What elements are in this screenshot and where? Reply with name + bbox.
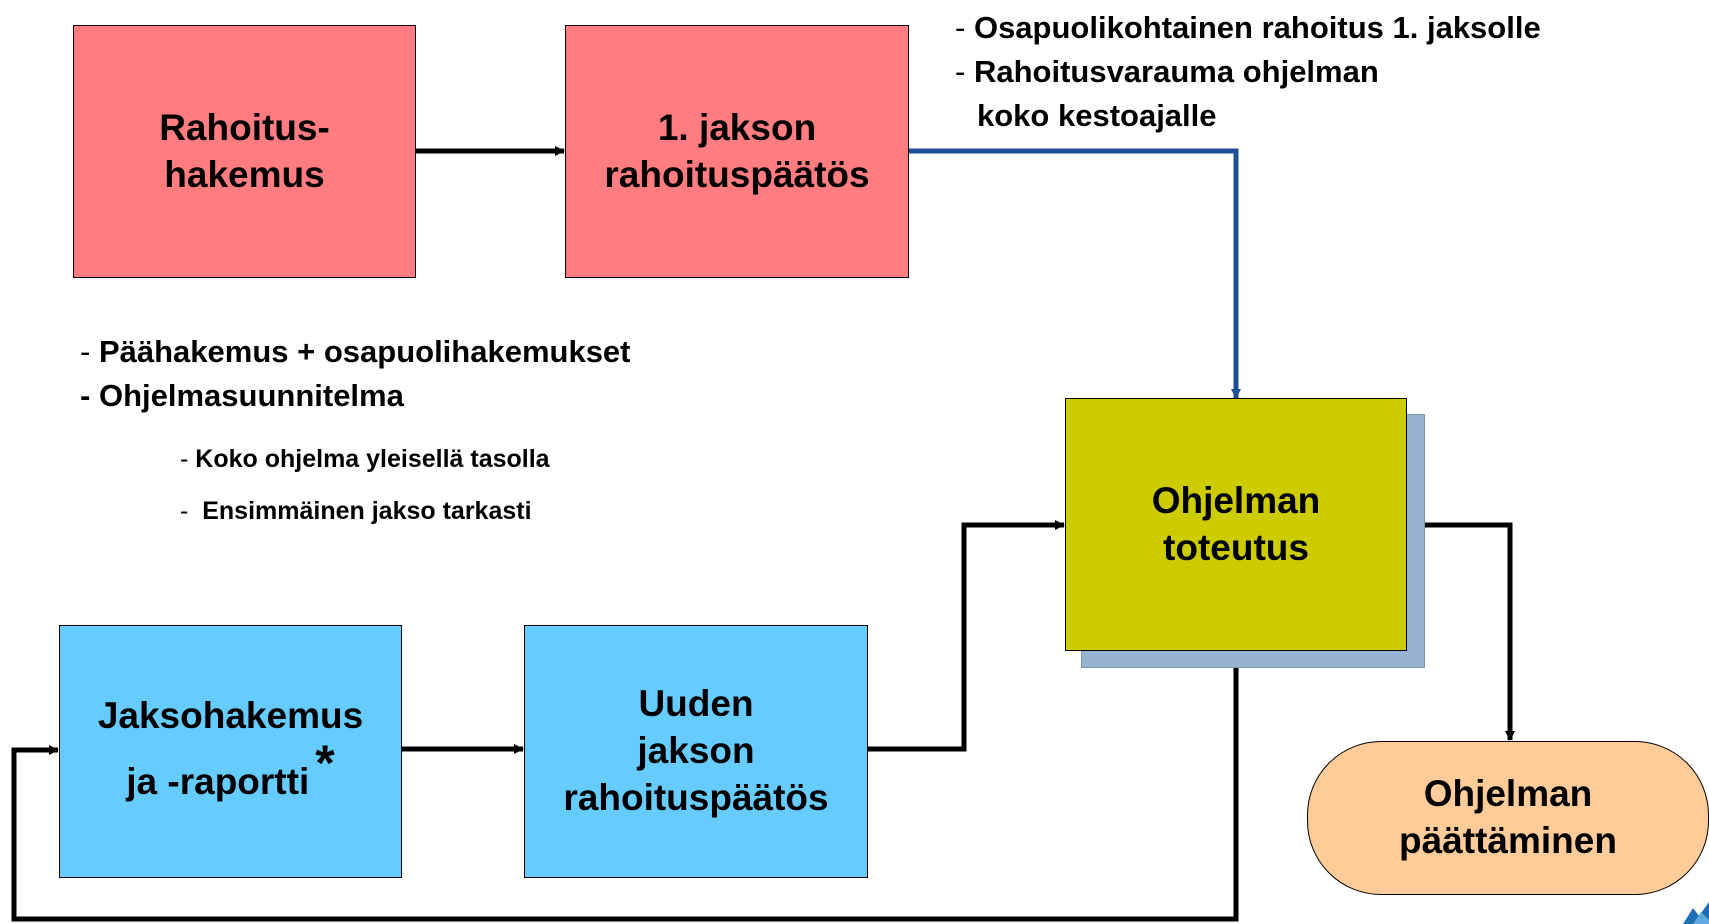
note-application-list: - Päähakemus + osapuolihakemukset - Ohje… [80, 330, 631, 418]
box-jaksohakemus-line2-text: ja -raportti [126, 761, 310, 803]
note-dash: - [180, 497, 189, 525]
note-dash: - [80, 334, 91, 369]
note-plan-item-1: Koko ohjelma yleisellä tasolla [195, 445, 550, 473]
box-ohjelman-toteutus-line1: Ohjelman [1151, 479, 1321, 521]
arrow-toteutus-to-paattaminen [1406, 522, 1515, 741]
box-rahoitushakemus: Rahoitus- hakemus [73, 25, 416, 278]
note-funding-item-2-cont: koko kestoajalle [977, 98, 1217, 133]
note-funding-item-2: Rahoitusvarauma ohjelman [973, 54, 1379, 89]
note-plan-item-2: Ensimmäinen jakso tarkasti [202, 497, 532, 525]
box-uuden-jakson-line1: Uuden [638, 683, 754, 725]
arrow-uusi-paatos-to-toteutus [866, 520, 1065, 752]
logo-fragment-icon [1683, 902, 1709, 924]
box-ohjelman-paattaminen-line2: päättäminen [1399, 820, 1617, 861]
box-rahoitushakemus-line2: hakemus [164, 153, 325, 195]
note-dash: - [180, 445, 189, 473]
box-ohjelman-toteutus-line2: toteutus [1163, 526, 1309, 568]
box-rahoitushakemus-line1: Rahoitus- [159, 106, 330, 148]
box-jaksohakemus: Jaksohakemus ja -raportti* [59, 625, 402, 878]
note-funding-item-1: Osapuolikohtainen rahoitus 1. jaksolle [973, 10, 1541, 45]
note-application-item-1: Päähakemus + osapuolihakemukset [98, 334, 631, 369]
box-ohjelman-toteutus: Ohjelman toteutus [1065, 398, 1407, 651]
box-ohjelman-paattaminen: Ohjelman päättäminen [1307, 741, 1709, 895]
box-jakson-rahoituspaatos: 1. jakson rahoituspäätös [565, 25, 909, 278]
box-uuden-jakson-rahoituspaatos: Uuden jakson rahoituspäätös [524, 625, 868, 878]
arrow-paatos-to-toteutus [908, 148, 1241, 399]
asterisk-mark: * [315, 735, 335, 792]
feedback-loop-arrow [11, 651, 1239, 922]
box-jaksohakemus-line2: ja -raportti* [98, 735, 363, 810]
note-plan-sublist: - Koko ohjelma yleisellä tasolla - Ensim… [180, 433, 550, 537]
note-dash: - [955, 54, 966, 89]
box-ohjelman-paattaminen-line1: Ohjelman [1423, 773, 1593, 815]
box-jakson-rahoituspaatos-line2: rahoituspäätös [604, 153, 870, 195]
note-dash: - [80, 378, 91, 413]
box-uuden-jakson-line2: jakson [637, 730, 755, 771]
note-funding-list: - Osapuolikohtainen rahoitus 1. jaksolle… [955, 6, 1541, 138]
note-dash: - [955, 10, 966, 45]
box-jakson-rahoituspaatos-line1: 1. jakson [657, 106, 817, 148]
box-uuden-jakson-line3: rahoituspäätös [563, 776, 829, 818]
box-jaksohakemus-line1: Jaksohakemus [97, 695, 364, 737]
note-application-item-2: Ohjelmasuunnitelma [98, 378, 404, 413]
